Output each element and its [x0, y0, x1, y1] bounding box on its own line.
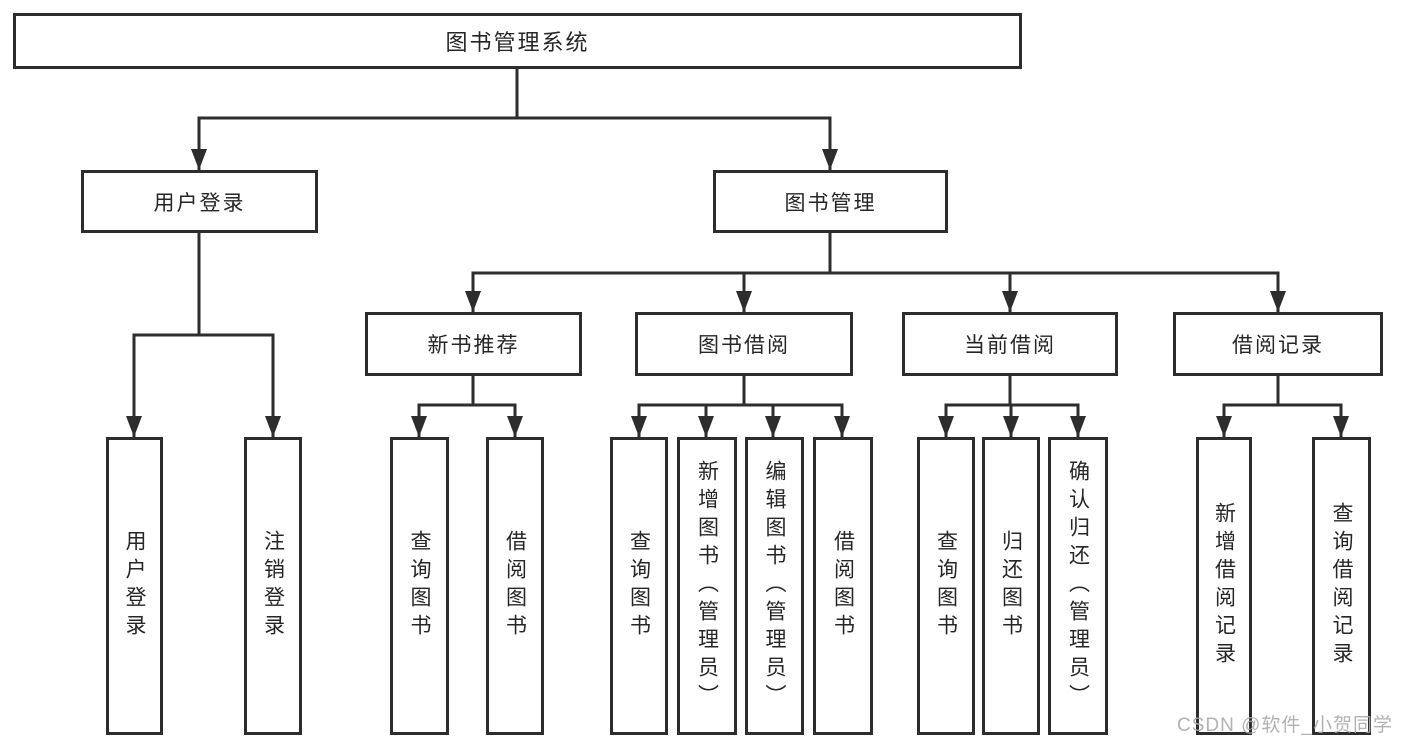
leaf-confirm-return-admin-label: 确认归还（管理员） [1066, 460, 1090, 712]
leaf-return-book-label: 归还图书 [999, 530, 1023, 642]
leaf-query-books-borrowing-label: 查询图书 [627, 530, 651, 642]
leaf-query-books-recommend-label: 查询图书 [408, 530, 431, 642]
leaf-borrow-books-recommend-label: 借阅图书 [503, 530, 527, 642]
node-book-management: 图书管理 [713, 170, 948, 233]
node-user-login: 用户登录 [81, 170, 318, 233]
leaf-user-login: 用户登录 [106, 437, 163, 735]
leaf-query-books-current-label: 查询图书 [934, 530, 958, 642]
leaf-query-books-current: 查询图书 [917, 437, 975, 735]
leaf-return-book: 归还图书 [982, 437, 1040, 735]
leaf-edit-book-admin: 编辑图书（管理员） [745, 437, 804, 735]
leaf-query-borrow-record-label: 查询借阅记录 [1330, 502, 1353, 670]
leaf-user-login-label: 用户登录 [123, 530, 146, 642]
node-borrowing-records: 借阅记录 [1173, 312, 1383, 376]
node-current-borrowing: 当前借阅 [902, 312, 1118, 376]
csdn-watermark: CSDN @软件_小贺同学 [1177, 715, 1393, 736]
leaf-edit-book-admin-label: 编辑图书（管理员） [763, 460, 786, 712]
leaf-add-book-admin-label: 新增图书（管理员） [695, 460, 719, 712]
node-book-borrowing: 图书借阅 [635, 312, 853, 376]
node-library-management-system: 图书管理系统 [13, 13, 1022, 69]
leaf-add-borrow-record-label: 新增借阅记录 [1212, 502, 1236, 670]
leaf-query-books-recommend: 查询图书 [390, 437, 449, 735]
arrowheads [126, 149, 1349, 437]
connector-lines [132, 65, 1343, 438]
leaf-logout-label: 注销登录 [261, 530, 285, 642]
leaf-borrow-books-borrowing-label: 借阅图书 [831, 530, 855, 642]
leaf-add-borrow-record: 新增借阅记录 [1196, 437, 1252, 735]
leaf-add-book-admin: 新增图书（管理员） [677, 437, 737, 735]
leaf-borrow-books-borrowing: 借阅图书 [813, 437, 873, 735]
leaf-query-books-borrowing: 查询图书 [610, 437, 668, 735]
leaf-confirm-return-admin: 确认归还（管理员） [1048, 437, 1108, 735]
leaf-borrow-books-recommend: 借阅图书 [486, 437, 544, 735]
leaf-logout: 注销登录 [244, 437, 302, 735]
node-new-book-recommendation: 新书推荐 [365, 312, 582, 376]
leaf-query-borrow-record: 查询借阅记录 [1312, 437, 1371, 735]
